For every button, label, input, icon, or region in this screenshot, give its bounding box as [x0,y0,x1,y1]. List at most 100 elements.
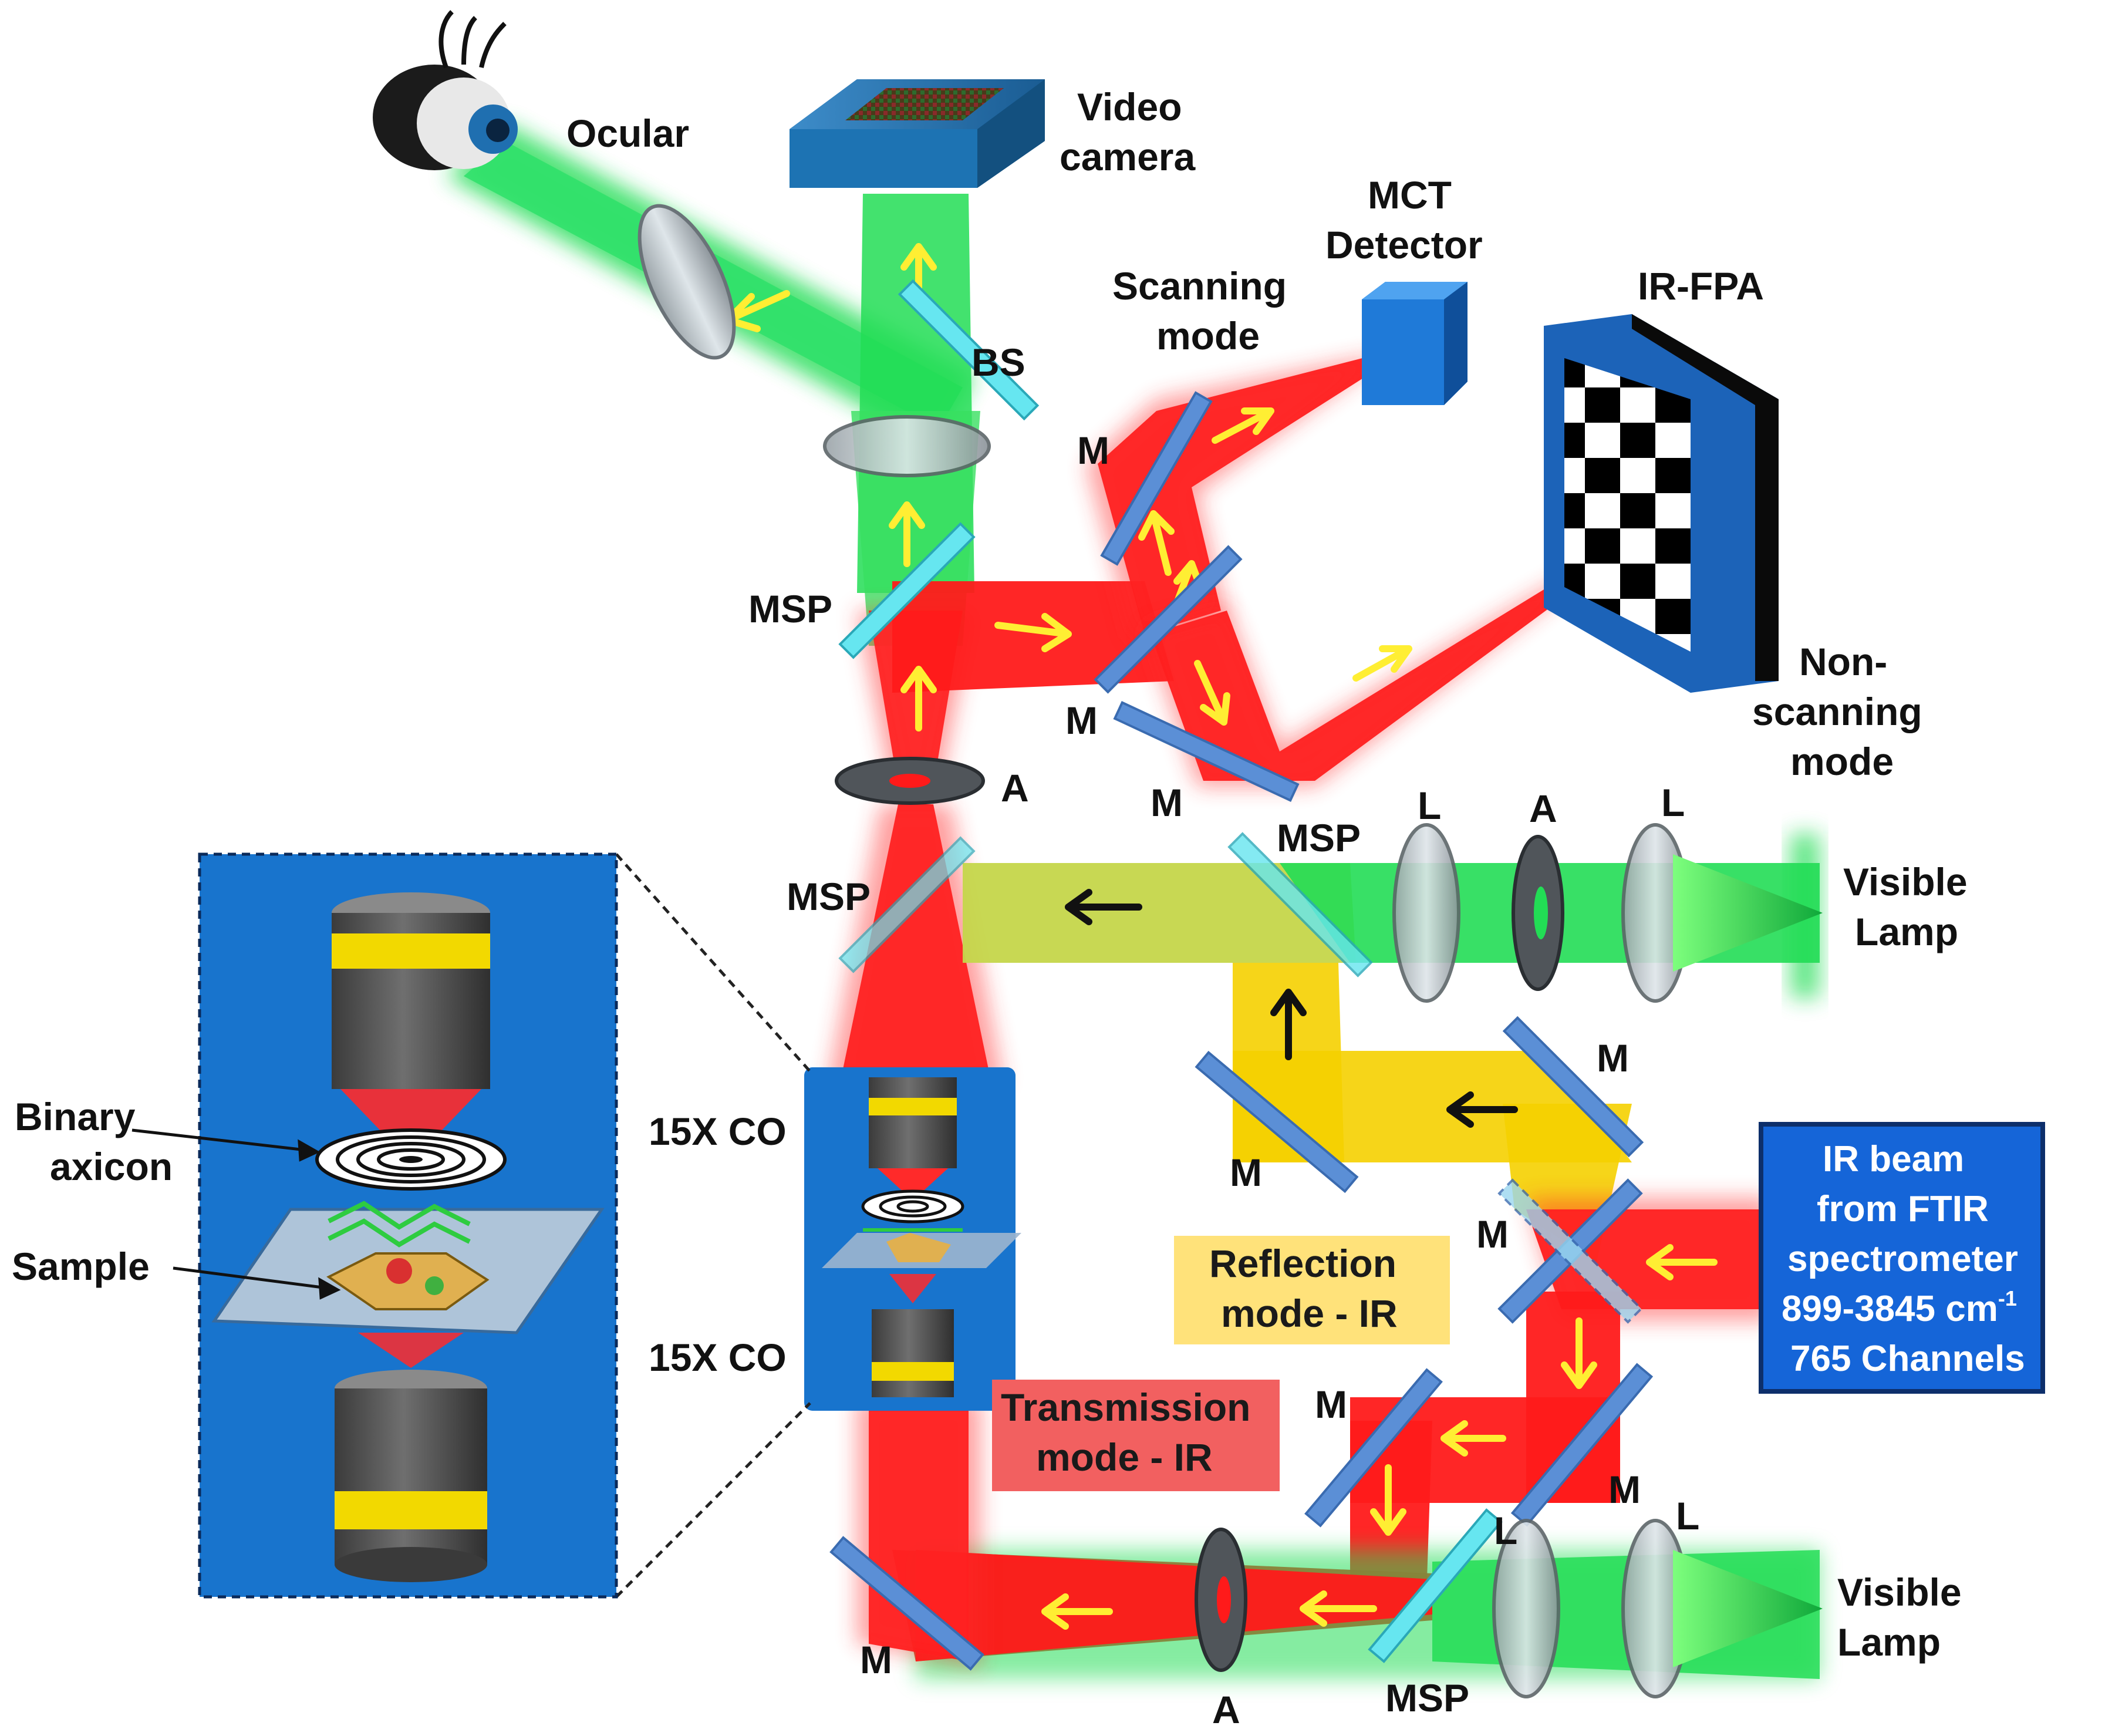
label-m-nonscan-1: M [1065,699,1098,742]
arrow-ir-down-left [1370,1464,1406,1536]
label-m-nonscan-2: M [1151,781,1183,824]
mirror-bottom [829,1536,984,1671]
label-transmission-2: mode - IR [1036,1435,1213,1479]
ocular-lens [637,204,736,360]
beam-splitter-bs [898,279,1040,421]
msp-mid-right [1227,832,1373,977]
objective-stack-small [804,1067,1021,1411]
label-visible-lamp-bottom-1: Visible [1837,1570,1962,1614]
mirror-transmission-right [1510,1363,1654,1527]
optics-layer [829,279,1654,1671]
label-ir-box-5: 765 Channels [1790,1339,2025,1379]
msp-upper [838,522,976,659]
ir-beam-bottom-redline [916,1550,1432,1661]
label-a-bottom: A [1212,1688,1240,1731]
black-arrow-layer [1065,889,1518,1128]
label-l-lamp-top-1: L [1418,784,1441,827]
arrow-layer [724,243,1718,1630]
label-ocular: Ocular [566,112,689,155]
label-binary-1: Binary [15,1095,136,1138]
label-l-lamp-bottom-2: L [1676,1494,1699,1538]
sample-cell [326,1252,490,1310]
objective-inset-large [198,852,618,1599]
label-reflection-2: mode - IR [1221,1292,1398,1335]
label-mct-2: Detector [1325,223,1483,267]
label-nonscan-1: Non- [1799,640,1887,683]
arrow-bottom-2 [1041,1593,1113,1630]
leader-sample [173,1266,332,1290]
arrow-reflection-up [1270,989,1307,1060]
video-camera-icon [790,79,1045,188]
mirror-ir-input-dashed [1497,1178,1643,1324]
label-l-lamp-bottom-1: L [1494,1509,1517,1552]
aperture-bottom-hole [1217,1576,1231,1623]
label-co-top: 15X CO [649,1110,787,1153]
label-visible-lamp-top-2: Lamp [1855,910,1958,953]
arrow-upper-vertical-2 [900,666,937,732]
label-co-bottom: 15X CO [649,1336,787,1379]
label-msp-mid-right: MSP [1277,816,1361,859]
label-m-trans-left: M [1315,1383,1347,1426]
label-visible-lamp-bottom-2: Lamp [1837,1620,1941,1664]
label-nonscan-2: scanning [1752,690,1922,733]
label-scanning-2: mode [1156,314,1260,358]
label-m-bottom: M [860,1638,892,1681]
label-video-camera-2: camera [1060,135,1196,178]
visible-lamp-bottom-cone [1673,1550,1823,1667]
label-l-lamp-top-2: L [1661,781,1685,824]
label-layer: Ocular Video camera MCT Detector Scannin… [12,85,2025,1731]
label-msp-upper: MSP [748,587,832,631]
ir-beam-horizontal-upper [892,581,1174,693]
leader-arrows [131,1128,341,1300]
arrow-ir-left-mid [1440,1420,1506,1457]
label-a-lamp-top: A [1529,787,1557,830]
label-reflection-1: Reflection [1209,1242,1396,1285]
label-binary-2: axicon [50,1145,173,1188]
label-nonscan-3: mode [1790,740,1894,783]
arrow-scanning-2 [1212,407,1274,444]
lens-bottom-lamp-1 [1492,1519,1560,1698]
label-ir-box-4: 899-3845 cm-1 [1782,1286,2017,1329]
label-m-scan: M [1077,429,1109,472]
label-m-trans-right: M [1608,1468,1641,1511]
label-ir-fpa: IR-FPA [1638,264,1764,308]
ir-beam-middle-glow [828,804,1004,1086]
arrow-upper-vertical-1 [889,501,925,567]
label-msp-mid-left: MSP [787,875,871,918]
mirror-scanning [1100,391,1213,566]
visible-lamp-top-cone [1673,854,1823,972]
label-ir-box-4-main: 899-3845 cm [1782,1289,1998,1329]
lens-top-lamp-1 [1392,823,1460,1003]
arrow-bottom-1 [1300,1590,1377,1627]
mct-detector-icon [1362,282,1467,405]
label-m-ir-in: M [1476,1212,1509,1256]
label-m-refl-right: M [1597,1036,1629,1080]
mirror-transmission-left [1304,1368,1443,1528]
lens-upper-horizontal [823,415,991,477]
label-m-refl-left: M [1230,1151,1262,1194]
mirror-reflection-left [1195,1050,1359,1194]
transmission-mode-box [992,1380,1280,1491]
ir-beam-nonscanning-glow [1145,525,1649,787]
inset-connector-bottom [615,1402,811,1598]
arrow-scanning-1 [1138,510,1175,576]
arrow-lamp-top [1065,889,1142,925]
arrow-ir-input [1646,1244,1718,1280]
ir-source-box [1759,1122,2045,1394]
msp-mid-left [838,836,976,973]
lens-layer [823,415,1823,1698]
label-scanning-1: Scanning [1112,264,1287,308]
arrow-horizontal-upper [994,613,1072,652]
leader-binary-axicon [131,1128,312,1152]
aperture-upper-hole [889,774,930,788]
inset-connector-top [615,853,811,1073]
arrow-nonscan-1 [1194,660,1230,726]
arrow-ir-down [1561,1317,1597,1389]
mirror-nonscan-1 [1094,545,1243,694]
label-ir-box-3: spectrometer [1787,1239,2018,1279]
label-msp-bottom: MSP [1385,1676,1469,1720]
reflection-mode-box [1174,1236,1450,1344]
mirror-nonscan-2 [1113,701,1300,802]
label-video-camera-1: Video [1077,85,1182,129]
